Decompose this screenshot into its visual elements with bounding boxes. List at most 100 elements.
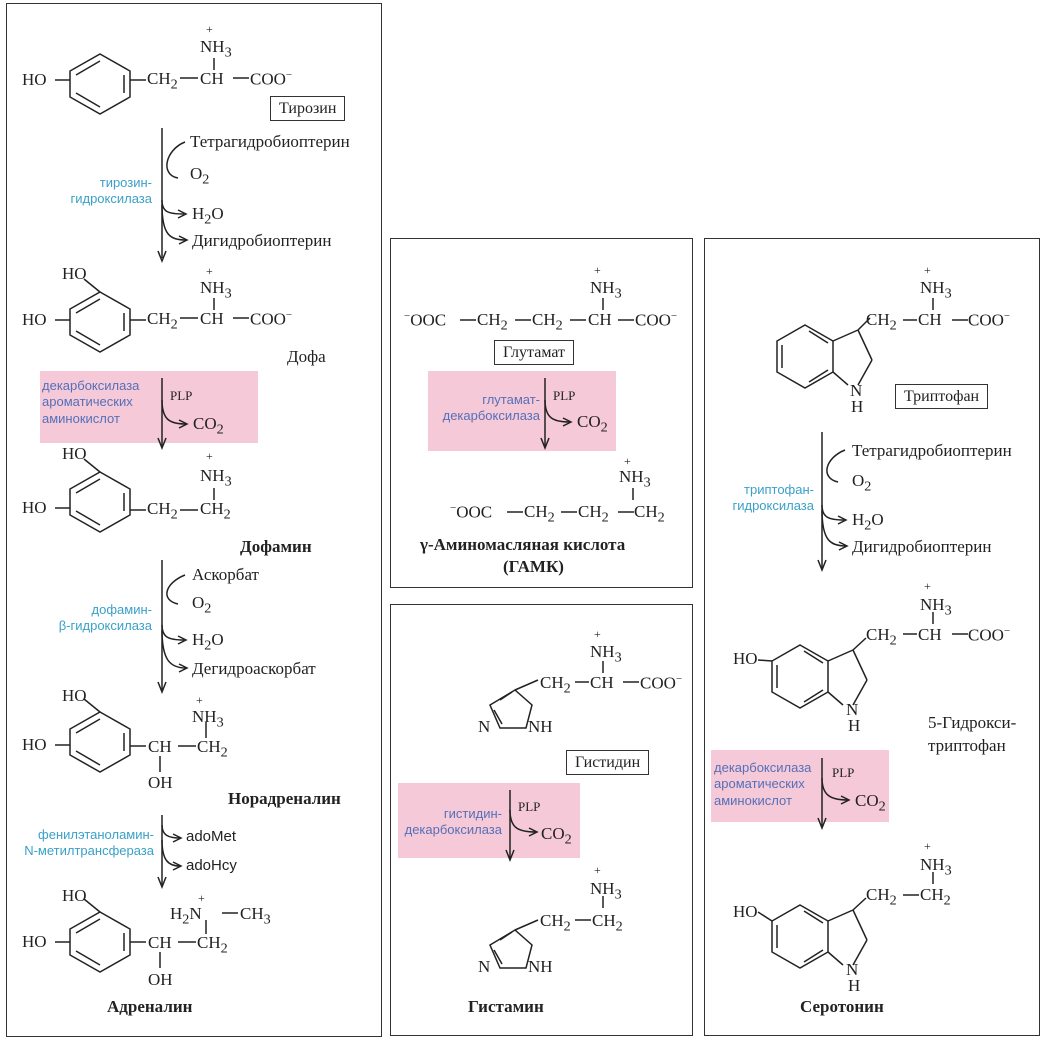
noradrenaline-oh: OH [148, 773, 173, 792]
htp-ch2: CH2 [866, 625, 897, 649]
gaba-plus: + [624, 454, 631, 468]
pnmt-line1: фенилэтаноламин- [38, 827, 154, 842]
highlight-ddc-left [40, 371, 258, 443]
tryptophan-name: Триптофан [895, 384, 989, 410]
step1-in1: Тетрагидробиоптерин [190, 132, 350, 151]
adrenaline-ch2: CH2 [197, 933, 228, 957]
htp-nh3-sub: 3 [944, 602, 952, 619]
glutamate-ch2b-sub: 2 [555, 317, 563, 334]
adrenaline-ch3: CH3 [240, 904, 271, 928]
histamine-ch2b: CH2 [592, 911, 623, 935]
histidine-ch2: CH2 [540, 673, 571, 697]
step4-in1: adoMet [186, 828, 237, 845]
highlight-ddc-right [711, 750, 889, 822]
histidine-nh3: NH3 [590, 642, 622, 666]
step1-o2: O2 [190, 165, 209, 187]
adrenaline-ho: HO [22, 932, 47, 951]
step3-o2-sub: 2 [204, 600, 212, 617]
gaba-nh3-sub: 3 [643, 474, 651, 491]
tryptophan-nh3-sub: 3 [944, 285, 952, 302]
ddc-right-line2: ароматических [714, 776, 805, 792]
htp-plus: + [924, 579, 931, 593]
hdc-co2-sub: 2 [564, 831, 572, 848]
serotonin-ch2b-sub: 2 [943, 892, 951, 909]
gaba-name-line2: (ГАМК) [503, 557, 564, 576]
adrenaline-ch3-sub: 3 [263, 911, 271, 928]
histamine-ch2a: CH2 [540, 911, 571, 935]
tph-label: триптофан-гидроксилаза [718, 482, 814, 515]
histamine-nh3: NH3 [590, 879, 622, 903]
histamine-ch2a-sub: 2 [563, 918, 571, 935]
tph-line2: гидроксилаза [732, 498, 814, 514]
tryptophan-coo: COO− [968, 310, 1011, 330]
histidine-coo: COO− [640, 673, 683, 693]
serotonin-ho: HO [733, 902, 758, 921]
step1-h2o-sub: 2 [204, 211, 212, 228]
glutamate-ooc-minus: − [404, 310, 411, 322]
tyrosine-ch2-label: CH [147, 69, 171, 88]
gad-co2-sub: 2 [600, 419, 608, 436]
dopa-nh3: NH3 [200, 278, 232, 302]
step3-h2o: H2O [192, 630, 224, 654]
dopa-chain: CH2 [147, 309, 178, 333]
ddc-left-line1: декарбоксилаза [42, 378, 140, 393]
tph-out2: Дигидробиоптерин [852, 537, 992, 556]
glutamate-nh3: NH3 [590, 278, 622, 302]
dopamine-ch2b-sub: 2 [223, 506, 231, 523]
tyrosine-ho: HO [22, 70, 47, 89]
glutamate-coo-minus: − [670, 310, 678, 322]
htp-n: N [846, 700, 859, 719]
tryptophan-n: N [850, 381, 863, 400]
step3-h2o-sub: 2 [204, 637, 212, 654]
ddc-right-plp: PLP [832, 765, 855, 780]
htp-name: 5-Гидрокси-триптофан [928, 712, 1016, 758]
noradrenaline-name: Норадреналин [228, 789, 341, 808]
tyrosine-hydroxylase-label: тирозин-гидроксилаза [60, 175, 152, 208]
tyrosine-name: Тирозин [270, 96, 346, 122]
gaba-ch2c: CH2 [634, 502, 665, 526]
htp-name-line2: триптофан [928, 735, 1006, 755]
adrenaline-name: Адреналин [107, 997, 193, 1016]
dbh-line2: β-гидроксилаза [58, 618, 152, 634]
tryptophan-nh3: NH3 [920, 278, 952, 302]
noradrenaline-ho: HO [22, 735, 47, 754]
tph-in1: Тетрагидробиоптерин [852, 441, 1012, 460]
pnmt-line2: N-метилтрансфераза [24, 843, 154, 859]
gaba-ooc-minus: − [450, 502, 457, 514]
hdc-co2-label: CO [541, 824, 565, 843]
gad-co2: CO2 [577, 413, 608, 435]
glutamate-coo: COO− [635, 310, 678, 330]
noradrenaline-ch2-sub: 2 [220, 744, 228, 761]
adrenaline-h2n: H2N [170, 904, 202, 928]
histidine-nh: NH [528, 717, 553, 736]
adrenaline-plus: + [198, 891, 205, 905]
tyrosine-plus: + [206, 22, 213, 36]
histamine-plus: + [594, 863, 601, 877]
dopa-plus: + [206, 264, 213, 278]
adrenaline-ch: CH [148, 933, 172, 952]
adrenaline-ch2-sub: 2 [220, 940, 228, 957]
tph-h2o: H2O [852, 510, 884, 534]
hdc-plp: PLP [518, 799, 541, 814]
ddc-left-co2-sub: 2 [216, 421, 224, 438]
gad-line1: глутамат- [482, 392, 540, 407]
tryptophan-ch: CH [918, 310, 942, 329]
glutamate-plus: + [594, 263, 601, 277]
tyrosine-ch2-sub: 2 [170, 76, 178, 93]
serotonin-name: Серотонин [800, 997, 884, 1016]
tryptophan-coo-minus: − [1003, 310, 1011, 322]
ddc-right-co2-sub: 2 [878, 798, 886, 815]
tph-o2-sub: 2 [864, 478, 872, 495]
histamine-n: N [478, 957, 491, 976]
noradrenaline-ho-top: HO [62, 686, 87, 705]
tyrosine-coo: COO− [250, 70, 292, 88]
glutamate-ch2b: CH2 [532, 310, 563, 334]
htp-coo: COO− [968, 625, 1011, 645]
htp-ch: CH [918, 625, 942, 644]
noradrenaline-nh3-sub: 3 [216, 714, 224, 731]
dopa-nh3-sub: 3 [224, 285, 232, 302]
step3-h2o-label: H [192, 630, 205, 649]
dopamine-nh3-sub: 3 [224, 473, 232, 490]
serotonin-h: H [848, 976, 861, 995]
